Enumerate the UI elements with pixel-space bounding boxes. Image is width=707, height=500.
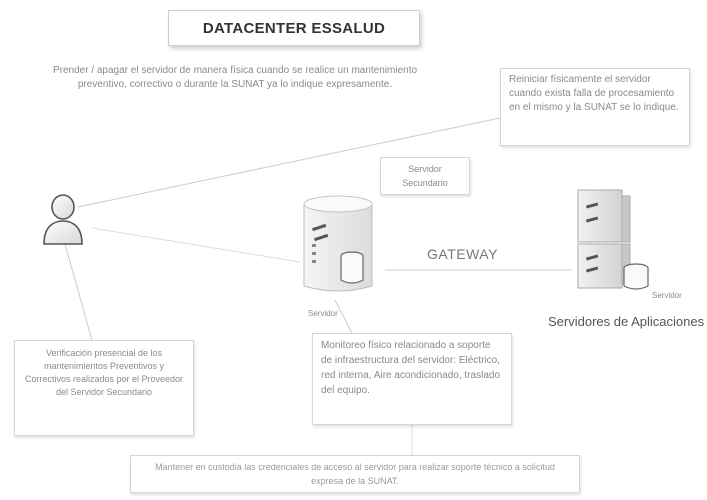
- app-servers-icon: [577, 189, 649, 290]
- right-note: Reiniciar físicamente el servidor cuando…: [500, 68, 690, 146]
- server-icon-caption: Servidor: [308, 309, 338, 318]
- server-label: Servidor Secundario: [380, 157, 470, 195]
- left-note: Verificación presencial de los mantenimi…: [14, 340, 194, 436]
- page-title: DATACENTER ESSALUD: [168, 10, 420, 46]
- person-icon: [43, 194, 83, 245]
- line-person-to-left-note: [64, 243, 93, 341]
- gateway-label: GATEWAY: [427, 246, 498, 262]
- app-servers-label: Servidores de Aplicaciones: [548, 314, 705, 329]
- server-icon: [303, 195, 373, 292]
- center-note: Monitoreo físico relacionado a soporte d…: [312, 333, 512, 425]
- app-icon-caption: Servidor: [652, 291, 682, 300]
- bottom-note: Mantener en custodia las credenciales de…: [130, 455, 580, 493]
- line-person-to-right-note: [77, 117, 501, 208]
- top-note: Prender / apagar el servidor de manera f…: [52, 65, 418, 90]
- line-server-to-center-note: [334, 299, 353, 334]
- line-person-to-server: [91, 227, 301, 263]
